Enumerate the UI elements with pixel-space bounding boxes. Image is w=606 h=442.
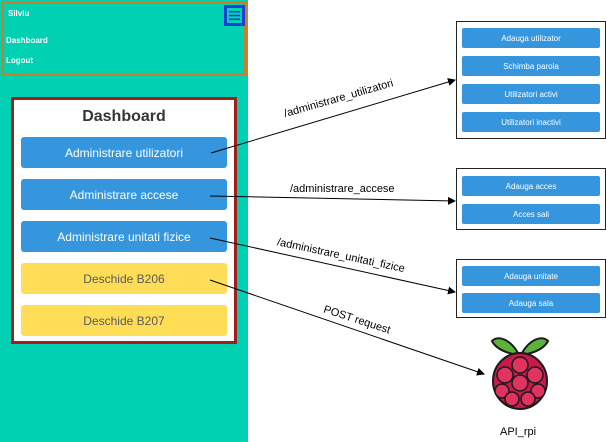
schimba-parola-button[interactable]: Schimba parola bbox=[462, 56, 600, 76]
acces-sali-button[interactable]: Acces sali bbox=[462, 204, 600, 224]
adauga-sala-button[interactable]: Adauga sala bbox=[462, 293, 600, 313]
utilizatori-activi-button[interactable]: Utilizatori activi bbox=[462, 84, 600, 104]
adauga-utilizator-button[interactable]: Adauga utilizator bbox=[462, 28, 600, 48]
units-actions-group: Adauga unitate Adauga sala bbox=[456, 259, 606, 318]
utilizatori-inactivi-button[interactable]: Utilizatori inactivi bbox=[462, 112, 600, 132]
hamburger-icon bbox=[229, 11, 240, 20]
route-label-accese: /administrare_accese bbox=[290, 183, 395, 195]
administrare-unitati-button[interactable]: Administrare unitati fizice bbox=[21, 221, 227, 252]
navbar: Silviu Dashboard Logout bbox=[1, 1, 247, 76]
api-rpi-label: API_rpi bbox=[500, 426, 537, 438]
arrow-accese bbox=[209, 195, 456, 205]
raspberry-pi-icon bbox=[490, 337, 550, 410]
dashboard-panel: Dashboard Administrare utilizatori Admin… bbox=[11, 97, 237, 344]
adauga-unitate-button[interactable]: Adauga unitate bbox=[462, 266, 600, 286]
users-actions-group: Adauga utilizator Schimba parola Utiliza… bbox=[456, 21, 606, 139]
administrare-utilizatori-button[interactable]: Administrare utilizatori bbox=[21, 137, 227, 168]
deschide-b207-button[interactable]: Deschide B207 bbox=[21, 305, 227, 336]
nav-link-dashboard[interactable]: Dashboard bbox=[6, 36, 48, 45]
arrow-utilizatori bbox=[210, 78, 456, 154]
phone-screen: Silviu Dashboard Logout Dashboard Admini… bbox=[0, 0, 248, 442]
adauga-acces-button[interactable]: Adauga acces bbox=[462, 176, 600, 196]
arrow-post bbox=[209, 279, 485, 376]
administrare-accese-button[interactable]: Administrare accese bbox=[21, 179, 227, 210]
nav-username: Silviu bbox=[8, 9, 30, 18]
dashboard-title: Dashboard bbox=[82, 108, 166, 125]
menu-toggle-button[interactable] bbox=[224, 5, 245, 26]
arrow-unitati bbox=[209, 237, 456, 295]
access-actions-group: Adauga acces Acces sali bbox=[456, 168, 606, 230]
deschide-b206-button[interactable]: Deschide B206 bbox=[21, 263, 227, 294]
nav-link-logout[interactable]: Logout bbox=[6, 56, 34, 65]
